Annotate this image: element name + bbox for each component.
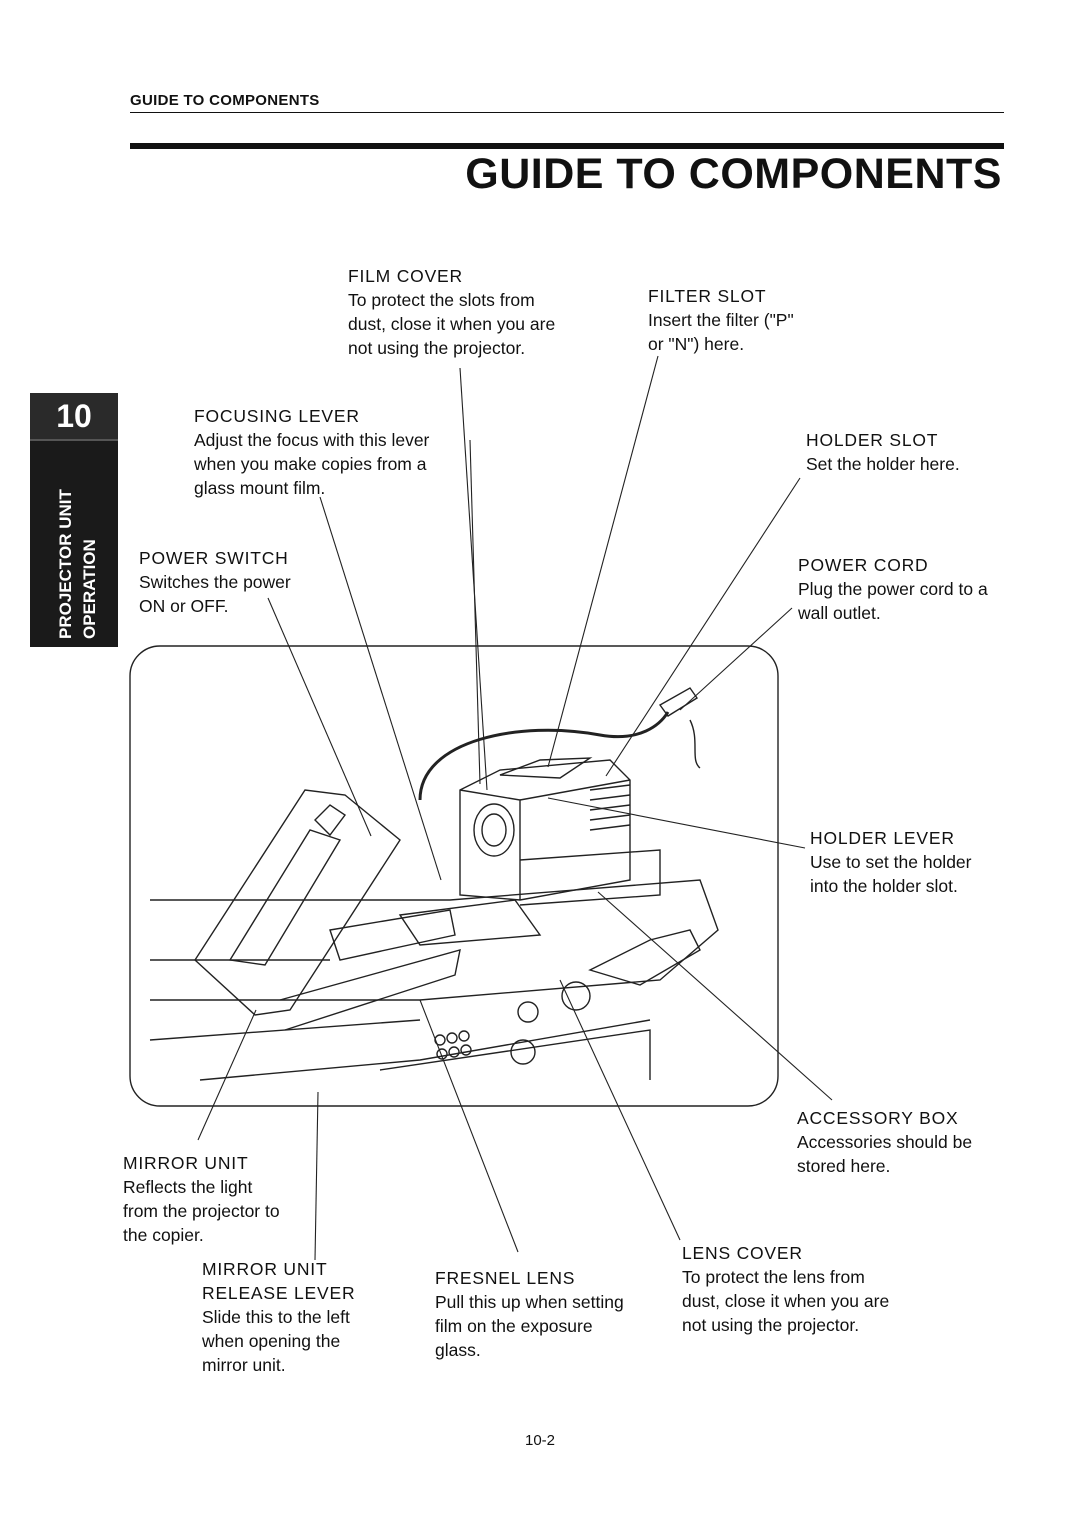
callout-filter-slot: FILTER SLOT Insert the filter ("P" or "N… — [648, 284, 794, 356]
callout-body: Use to set the holder into the holder sl… — [810, 852, 972, 896]
callout-lens-cover: LENS COVER To protect the lens from dust… — [682, 1241, 889, 1337]
callout-body: Reflects the light from the projector to… — [123, 1177, 280, 1245]
operation-panel-drawing — [434, 981, 591, 1065]
page-number: 10-2 — [524, 1432, 556, 1449]
callout-mirror-unit: MIRROR UNIT Reflects the light from the … — [123, 1151, 280, 1247]
callout-heading: HOLDER LEVER — [810, 828, 955, 848]
callout-heading: HOLDER SLOT — [806, 430, 939, 450]
callout-heading: POWER SWITCH — [139, 548, 289, 568]
callout-film-cover: FILM COVER To protect the slots from dus… — [348, 264, 555, 360]
callout-body: Plug the power cord to a wall outlet. — [798, 579, 988, 623]
callout-heading: ACCESSORY BOX — [797, 1108, 959, 1128]
projector-unit-drawing — [398, 757, 661, 946]
callout-heading: FILM COVER — [348, 266, 463, 286]
callout-heading: FOCUSING LEVER — [194, 406, 360, 426]
callout-heading: POWER CORD — [798, 555, 929, 575]
chapter-tab: 10 PROJECTOR UNIT OPERATION — [30, 393, 118, 647]
callout-body: To protect the slots from dust, close it… — [348, 290, 556, 358]
callout-heading: MIRROR UNIT — [123, 1153, 249, 1173]
callout-heading: FILTER SLOT — [648, 286, 767, 306]
callout-holder-slot: HOLDER SLOT Set the holder here. — [806, 428, 960, 476]
illustration-frame — [129, 645, 779, 1107]
running-head: GUIDE TO COMPONENTS — [130, 92, 320, 109]
callout-body: Slide this to the left when opening the … — [202, 1307, 350, 1375]
callout-fresnel-lens: FRESNEL LENS Pull this up when setting f… — [435, 1266, 624, 1362]
callout-power-cord: POWER CORD Plug the power cord to a wall… — [798, 553, 988, 625]
callout-heading: LENS COVER — [682, 1243, 803, 1263]
header-rule — [130, 112, 1004, 113]
callout-body: Insert the filter ("P" or "N") here. — [648, 310, 794, 354]
mirror-unit-drawing — [194, 789, 461, 1031]
chapter-number: 10 — [30, 393, 118, 441]
callout-body: Accessories should be stored here. — [797, 1132, 973, 1176]
power-cord-drawing — [418, 687, 701, 801]
callout-mirror-unit-release-lever: MIRROR UNIT RELEASE LEVER Slide this to … — [202, 1257, 355, 1377]
callout-body: To protect the lens from dust, close it … — [682, 1267, 890, 1335]
callout-body: Pull this up when setting film on the ex… — [435, 1292, 624, 1360]
callout-focusing-lever: FOCUSING LEVER Adjust the focus with thi… — [194, 404, 429, 500]
callout-body: Switches the power ON or OFF. — [139, 572, 291, 616]
callout-body: Set the holder here. — [806, 454, 960, 474]
page-title: GUIDE TO COMPONENTS — [465, 150, 1002, 198]
leader-lines — [197, 355, 833, 1261]
title-rule — [130, 143, 1004, 149]
callout-accessory-box: ACCESSORY BOX Accessories should be stor… — [797, 1106, 972, 1178]
callout-heading: MIRROR UNIT RELEASE LEVER — [202, 1259, 356, 1303]
callout-holder-lever: HOLDER LEVER Use to set the holder into … — [810, 826, 971, 898]
callout-body: Adjust the focus with this lever when yo… — [194, 430, 430, 498]
callout-power-switch: POWER SWITCH Switches the power ON or OF… — [139, 546, 291, 618]
callout-heading: FRESNEL LENS — [435, 1268, 576, 1288]
